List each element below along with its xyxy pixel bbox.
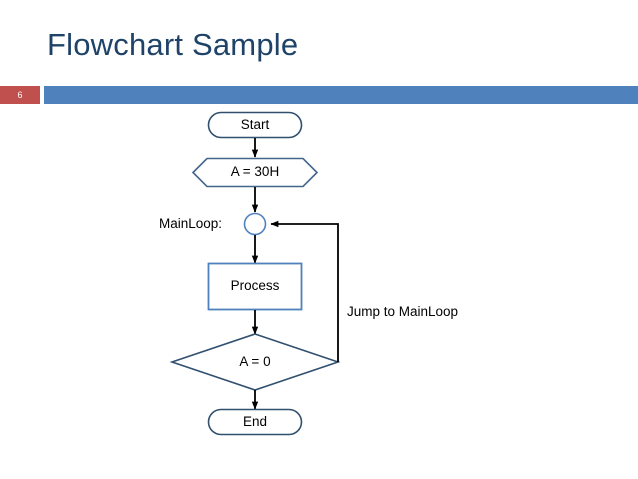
node-process-shape[interactable] bbox=[207, 262, 303, 311]
node-start-shape[interactable] bbox=[207, 111, 303, 139]
page-number-badge: 6 bbox=[0, 86, 40, 104]
node-mainloop-connector-shape[interactable] bbox=[243, 212, 267, 236]
header-band: 6 bbox=[0, 86, 638, 104]
connector-loop-back-to-mainloop bbox=[270, 220, 339, 362]
mainloop-annotation-label: MainLoop: bbox=[159, 216, 223, 231]
node-decision-shape[interactable] bbox=[169, 333, 341, 391]
page-title: Flowchart Sample bbox=[47, 27, 299, 62]
node-end-shape[interactable] bbox=[207, 408, 303, 436]
node-init-shape[interactable] bbox=[191, 157, 319, 188]
header-accent-rule bbox=[44, 86, 638, 104]
jump-to-mainloop-annotation-label: Jump to MainLoop bbox=[347, 304, 459, 319]
